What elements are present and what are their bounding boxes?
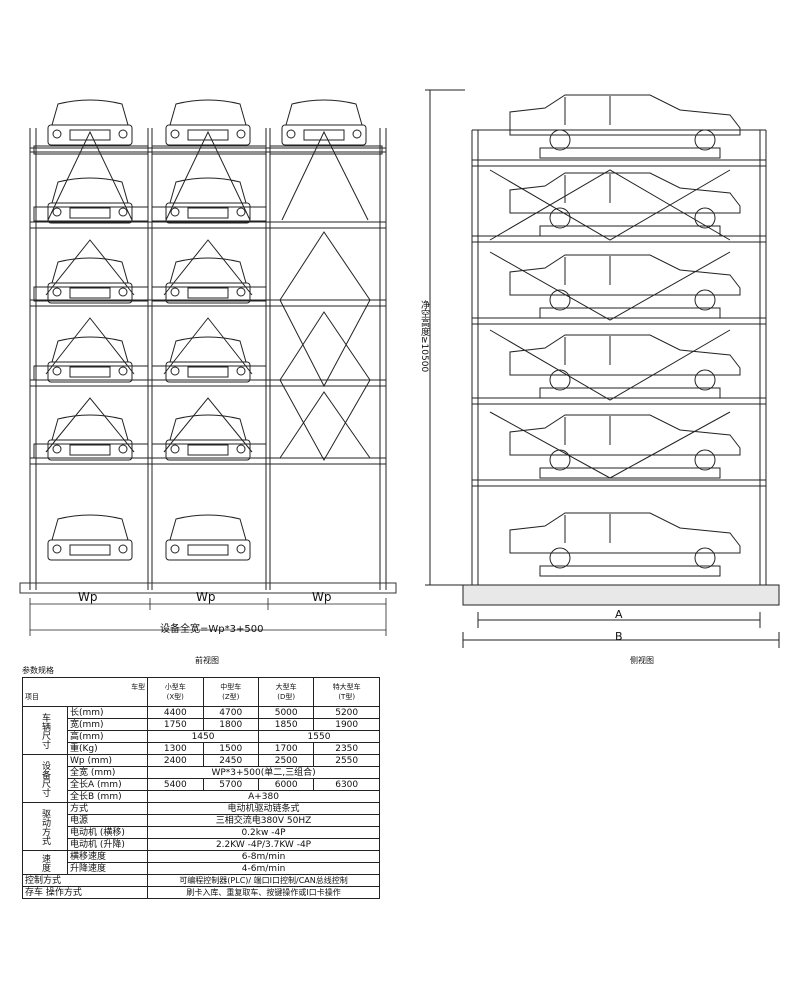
cell: 1700 <box>257 742 315 755</box>
header-small-car: 小型车 (X型) <box>147 677 204 707</box>
row-label: Wp (mm) <box>66 754 149 767</box>
cell: 2350 <box>313 742 380 755</box>
wp-label-1: Wp <box>78 590 98 604</box>
cell: 6-8m/min <box>147 850 380 863</box>
row-label: 电源 <box>66 814 149 827</box>
row-label: 电动机 (横移) <box>66 826 149 839</box>
cell: 三相交流电380V 50HZ <box>147 814 380 827</box>
cell: WP*3+500(单二,三组合) <box>147 766 380 779</box>
row-label: 宽(mm) <box>66 718 149 731</box>
cell: 6300 <box>313 778 380 791</box>
cell: A+380 <box>147 790 380 803</box>
total-width-label: 设备全宽=Wp*3+500 <box>160 624 264 635</box>
cell: 1450 <box>147 730 259 743</box>
cell: 5200 <box>313 706 380 719</box>
cell: 2500 <box>257 754 315 767</box>
group-speed: 速度 <box>22 850 68 875</box>
cell: 2450 <box>202 754 259 767</box>
group-drive-method: 驱动方式 <box>22 802 68 851</box>
cell: 4-6m/min <box>147 862 380 875</box>
dimension-a-label: A <box>615 608 623 621</box>
spec-table: 车型 项目 小型车 (X型) 中型车 (Z型) 大型车 (D型) 特大型车 (T… <box>21 677 381 899</box>
cell: 5700 <box>202 778 259 791</box>
row-label: 重(Kg) <box>66 742 149 755</box>
wp-label-3: Wp <box>312 590 332 604</box>
row-label: 长(mm) <box>66 706 149 719</box>
cell: 2550 <box>313 754 380 767</box>
cell: 1900 <box>313 718 380 731</box>
height-dimension-label: 净空高度≥10500 <box>419 300 429 373</box>
cell: 6000 <box>257 778 315 791</box>
cell: 0.2kw -4P <box>147 826 380 839</box>
row-label: 存车 操作方式 <box>21 886 149 899</box>
header-large-car: 大型车 (D型) <box>257 677 315 707</box>
table-title: 参数规格 <box>22 666 54 675</box>
row-label: 电动机 (升降) <box>66 838 149 851</box>
row-label: 高(mm) <box>66 730 149 743</box>
cell: 1550 <box>257 730 381 743</box>
row-label: 全长A (mm) <box>66 778 149 791</box>
cell: 1500 <box>202 742 259 755</box>
dimension-b-label: B <box>615 630 623 643</box>
cell: 2.2KW -4P/3.7KW -4P <box>147 838 380 851</box>
side-view-caption: 侧视图 <box>630 656 654 665</box>
header-xl-car: 特大型车 (T型) <box>313 677 380 707</box>
cell: 1850 <box>257 718 315 731</box>
group-equipment-size: 设备尺寸 <box>22 754 68 803</box>
corner-bottom: 项目 <box>25 693 39 701</box>
cell: 电动机驱动链条式 <box>147 802 380 815</box>
cell: 4700 <box>202 706 259 719</box>
row-label: 全长B (mm) <box>66 790 149 803</box>
row-label: 全宽 (mm) <box>66 766 149 779</box>
cell: 可编程控制器(PLC)/ 端口I口控制/CAN总线控制 <box>147 874 380 887</box>
header-mid-car: 中型车 (Z型) <box>202 677 259 707</box>
corner-top: 车型 <box>131 683 146 691</box>
cell: 刷卡入库、重复取车、按键操作或I口卡操作 <box>147 886 380 899</box>
cell: 4400 <box>147 706 204 719</box>
wp-label-2: Wp <box>196 590 216 604</box>
row-label: 横移速度 <box>66 850 149 863</box>
cell: 2400 <box>147 754 204 767</box>
cell: 1800 <box>202 718 259 731</box>
row-label: 控制方式 <box>21 874 149 887</box>
cell: 1300 <box>147 742 204 755</box>
row-label: 升降速度 <box>66 862 149 875</box>
group-vehicle-size: 车辆尺寸 <box>22 706 68 755</box>
table-corner: 车型 项目 <box>21 677 149 707</box>
front-view-caption: 前视图 <box>195 656 219 665</box>
cell: 1750 <box>147 718 204 731</box>
cell: 5000 <box>257 706 315 719</box>
row-label: 方式 <box>66 802 149 815</box>
cell: 5400 <box>147 778 204 791</box>
